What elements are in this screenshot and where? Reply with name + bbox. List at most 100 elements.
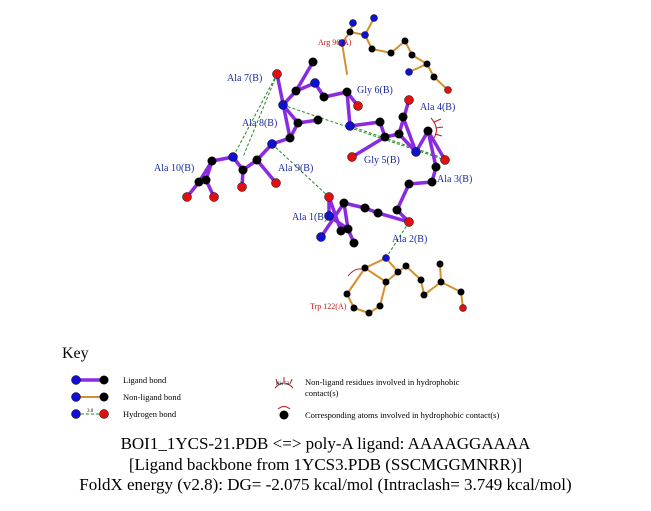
label-ala4: Ala 4(B) (420, 102, 455, 113)
arg96-chain (341, 31, 449, 91)
label-trp122: Trp 122(A) (310, 302, 347, 311)
hbond-ala7-ala10 (232, 73, 278, 158)
hbond-gly6-ala3 (349, 125, 441, 158)
key-nonligand-bond: Non-ligand bond (71, 392, 182, 402)
label-ala7: Ala 7(B) (227, 73, 262, 84)
atom-o (440, 155, 450, 165)
key-ligand-bond: Ligand bond (71, 375, 167, 385)
key-hydrophobic-residues: His 53 Non-ligand residues involved in h… (274, 377, 460, 398)
ligand-branch-ala3 (426, 129, 447, 162)
atom-c (360, 203, 370, 213)
atom-c (201, 175, 211, 185)
atom-c (431, 162, 441, 172)
atom-c (350, 304, 358, 312)
residue-labels: Arg 96(A) Ala 7(B) Gly 6(B) Ala 4(B) Ala… (154, 38, 472, 311)
hydrophobic-tick-2 (435, 126, 444, 129)
hbond-ala9-ala1 (271, 143, 330, 198)
key-nonligand-bond-label: Non-ligand bond (123, 392, 182, 402)
atom-c (401, 37, 409, 45)
atom-c (404, 179, 414, 189)
atom-c (402, 262, 410, 270)
atom-n (278, 100, 288, 110)
key-title: Key (62, 345, 89, 362)
oxygen-atoms (182, 69, 467, 312)
ligand-branch-gly6 (294, 60, 315, 93)
atom-c (349, 238, 359, 248)
atom-n (405, 68, 413, 76)
atom-c (392, 205, 402, 215)
key-hydrogen-bond-label: Hydrogen bond (123, 409, 177, 419)
key-hydrogen-bond: 3.0 Hydrogen bond (71, 409, 177, 419)
atom-c (457, 288, 465, 296)
key-hydrophobic-residues-line1: Non-ligand residues involved in hydropho… (305, 377, 460, 387)
atom-c (207, 156, 217, 166)
label-ala1: Ala 1(B) (292, 212, 327, 223)
atom-c (420, 291, 428, 299)
atom-c (423, 126, 433, 136)
atom-c (436, 260, 444, 268)
atom-c (368, 45, 376, 53)
atom-c (380, 132, 390, 142)
nitrogen-atoms (228, 14, 421, 262)
atom-o (324, 192, 334, 202)
key-ligand-bond-label: Ligand bond (123, 375, 167, 385)
atom-c (238, 165, 248, 175)
atom-n (382, 254, 390, 262)
atom-c (339, 198, 349, 208)
atom-n (411, 147, 421, 157)
atom-c (291, 86, 301, 96)
ligand-branch-ala4b (401, 115, 418, 154)
atom-c (194, 177, 204, 187)
atom-c (394, 129, 404, 139)
hydrophobic-tick-3 (434, 133, 443, 137)
atom-o (272, 69, 282, 79)
key-hydrophobic-residues-line2: contact(s) (305, 388, 339, 398)
key-hydrophobic-atoms: Corresponding atoms involved in hydropho… (277, 406, 499, 420)
atom-c (252, 155, 262, 165)
label-ala9: Ala 9(B) (278, 163, 313, 174)
label-ala8: Ala 8(B) (242, 118, 277, 129)
atom-c (342, 87, 352, 97)
atom-c (319, 92, 329, 102)
atom-c (343, 290, 351, 298)
atom-c (387, 49, 395, 57)
label-gly6: Gly 6(B) (357, 85, 393, 96)
ligand-branch-ala1c (327, 195, 343, 233)
atom-n (338, 39, 346, 47)
hbond-ala2-trp122 (385, 221, 410, 259)
atom-o (271, 178, 281, 188)
hydrophobic-tick-1 (433, 118, 442, 123)
atom-c (346, 28, 354, 36)
atom-o (459, 304, 467, 312)
atom-c (361, 264, 369, 272)
atom-c (376, 302, 384, 310)
atom-c (417, 276, 425, 284)
atom-c (427, 177, 437, 187)
ligand-branch-gly5 (350, 135, 387, 159)
atom-n (345, 121, 355, 131)
atom-c (365, 309, 373, 317)
atom-c (375, 117, 385, 127)
atom-c (437, 278, 445, 286)
key-legend: Key Ligand bond Non-ligand bond 3.0 Hydr… (62, 345, 499, 420)
caption-line-3: FoldX energy (v2.8): DG= -2.075 kcal/mol… (79, 475, 572, 494)
atom-o (353, 101, 363, 111)
key-hydrophobic-atoms-label: Corresponding atoms involved in hydropho… (305, 410, 499, 420)
atom-o (237, 182, 247, 192)
label-arg96: Arg 96(A) (318, 38, 352, 47)
caption-line-1: BOI1_1YCS-21.PDB <=> poly-A ligand: AAAA… (120, 434, 531, 453)
atom-o (404, 95, 414, 105)
atom-c (313, 115, 323, 125)
atom-c (398, 112, 408, 122)
atom-o (209, 192, 219, 202)
key-hydrophobic-example: His 53 (276, 382, 290, 387)
atom-n (267, 139, 277, 149)
atom-c (394, 268, 402, 276)
atom-n (370, 14, 378, 22)
atom-o (444, 86, 452, 94)
atoms (182, 14, 467, 317)
atom-c (423, 60, 431, 68)
atom-o (182, 192, 192, 202)
caption-line-2: [Ligand backbone from 1YCS3.PDB (SSCMGGM… (128, 455, 523, 474)
